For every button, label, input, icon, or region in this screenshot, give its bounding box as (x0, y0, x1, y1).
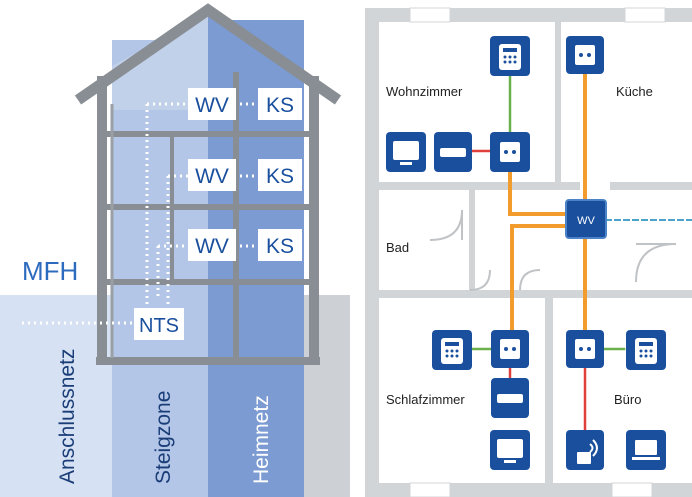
wifi-router-icon (566, 430, 604, 470)
socket-icon (490, 132, 530, 172)
socket-icon (491, 330, 529, 368)
laptop-icon (626, 430, 666, 470)
ks-box (258, 229, 302, 261)
cables (468, 72, 692, 434)
hub-label: WV (577, 215, 595, 227)
wv-label: WV (195, 235, 229, 258)
door-arcs (429, 209, 677, 291)
floor-2-boxes: WV KS (188, 159, 302, 191)
nts-box (134, 308, 184, 340)
zone-steigzone-label: Steigzone (152, 391, 175, 484)
socket-icon (566, 36, 604, 74)
phone-icon (432, 330, 472, 370)
settop-box-icon (434, 132, 472, 172)
wv-box (188, 88, 236, 120)
ks-label: KS (266, 165, 294, 188)
cable-orange (508, 161, 574, 216)
room-label-bad: Bad (386, 240, 409, 255)
window (409, 482, 451, 497)
floor-1-boxes: WV KS (188, 229, 302, 261)
floorplan-diagram: WV (365, 7, 692, 497)
room-bad (379, 190, 469, 290)
cable-orange (510, 224, 574, 332)
zone-anschlussnetz-label: Anschlussnetz (56, 349, 79, 484)
window (611, 482, 653, 497)
mfh-label: MFH (22, 256, 78, 286)
floor-3-boxes: WV KS (188, 88, 302, 120)
kueche-wall-stub (561, 182, 692, 190)
phone-icon (490, 36, 530, 76)
wv-label: WV (195, 94, 229, 117)
room-label-buero: Büro (614, 392, 641, 407)
ks-label: KS (266, 94, 294, 117)
wv-box (188, 229, 236, 261)
room-label-kueche: Küche (616, 84, 653, 99)
wv-box (188, 159, 236, 191)
tv-icon (386, 132, 426, 172)
ks-label: KS (266, 235, 294, 258)
room-label-wohnzimmer: Wohnzimmer (386, 84, 463, 99)
ks-box (258, 88, 302, 120)
window (624, 7, 666, 23)
zone-anschlussnetz-bg (0, 295, 112, 497)
roof-outline (74, 3, 342, 105)
roof-interior-left (112, 14, 208, 110)
socket-icon (566, 330, 604, 368)
building-diagram: WV KS WV KS WV KS NTS MFH Anschlussnetz … (0, 3, 350, 497)
tv-icon (490, 430, 530, 470)
hub-box (565, 199, 607, 239)
phone-icon (626, 330, 666, 370)
room-label-schlafzimmer: Schlafzimmer (386, 392, 465, 407)
kueche-opening (580, 182, 610, 190)
nts-label: NTS (139, 315, 179, 337)
window (409, 7, 451, 23)
wv-label: WV (195, 165, 229, 188)
zone-heimnetz-label: Heimnetz (250, 395, 273, 484)
roof-interior-right (208, 14, 304, 110)
settop-box-icon (491, 378, 529, 418)
ks-box (258, 159, 302, 191)
